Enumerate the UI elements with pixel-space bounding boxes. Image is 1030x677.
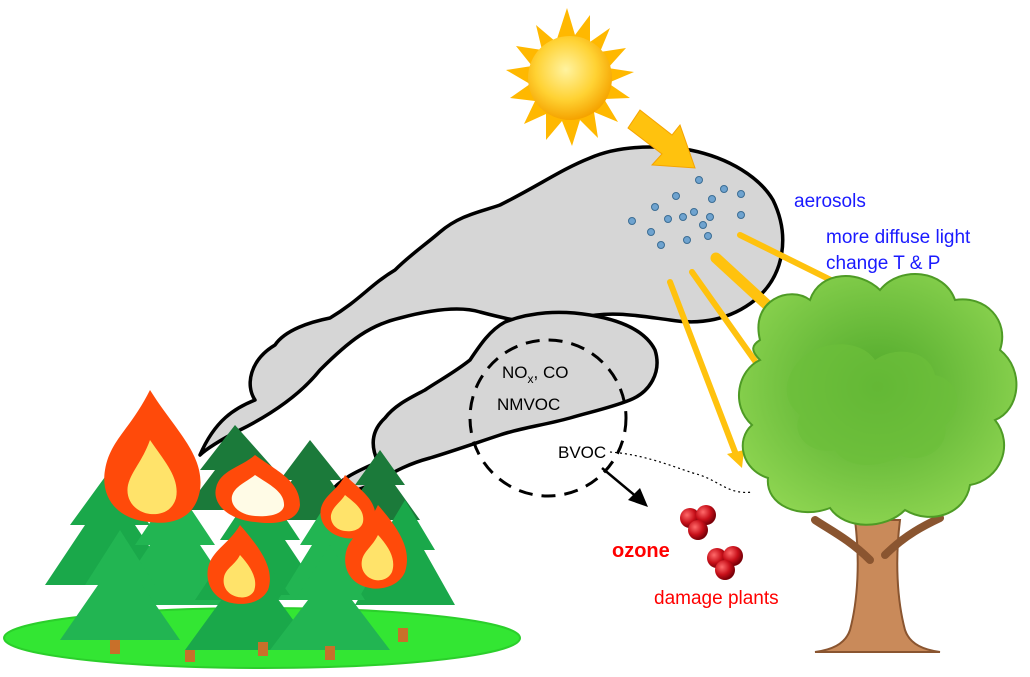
change-tp-label: change T & P <box>826 253 940 274</box>
damage-plants-label: damage plants <box>654 588 779 609</box>
diffuse-light-label: more diffuse light <box>826 227 971 248</box>
ozone-molecule <box>707 546 743 580</box>
bvoc-label: BVOC <box>558 443 606 462</box>
nmvoc-label: NMVOC <box>497 395 560 414</box>
sun-icon <box>506 8 634 146</box>
deciduous-tree <box>739 274 1016 652</box>
ozone-label: ozone <box>612 540 670 562</box>
bvoc-emission-line <box>610 452 752 492</box>
ozone-molecule <box>680 505 716 540</box>
aerosols-label: aerosols <box>794 191 866 212</box>
flame-icon <box>104 390 200 523</box>
ozone-formation-arrow <box>602 468 648 507</box>
